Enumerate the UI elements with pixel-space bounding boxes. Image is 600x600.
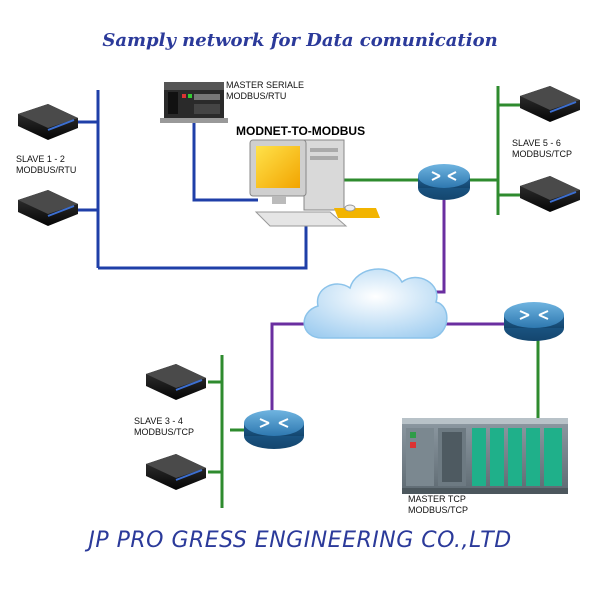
slave-device-icon (146, 454, 206, 490)
tcp-wiring (208, 86, 540, 508)
slave56-label-line2: MODBUS/TCP (512, 149, 573, 159)
computer-icon (249, 139, 380, 227)
master-serial-label-line2: MODBUS/RTU (226, 91, 287, 101)
master-tcp-label: MASTER TCP MODBUS/TCP (408, 494, 468, 516)
slave56-label: SLAVE 5 - 6 MODBUS/TCP (512, 138, 572, 160)
router-icon (418, 164, 470, 200)
plc-icon (160, 82, 228, 123)
slave-device-icon (146, 364, 206, 400)
slave34-label-line2: MODBUS/TCP (134, 427, 195, 437)
router-icon (244, 410, 304, 449)
slave12-label: SLAVE 1 - 2 MODBUS/RTU (16, 154, 76, 176)
slave34-label: SLAVE 3 - 4 MODBUS/TCP (134, 416, 194, 438)
master-serial-label: MASTER SERIALE MODBUS/RTU (226, 80, 304, 102)
router-icon (504, 302, 564, 341)
slave-device-icon (520, 86, 580, 122)
page-title: Samply network for Data comunication (102, 30, 498, 51)
slave12-label-line2: MODBUS/RTU (16, 165, 77, 175)
master-tcp-label-line1: MASTER TCP (408, 494, 466, 504)
modnet-label: MODNET-TO-MODBUS (236, 124, 366, 138)
slave-device-icon (18, 104, 78, 140)
slave56-label-line1: SLAVE 5 - 6 (512, 138, 561, 148)
slave12-label-line1: SLAVE 1 - 2 (16, 154, 65, 164)
company-footer: JP PRO GRESS ENGINEERING CO.,LTD (88, 528, 512, 553)
cloud-icon (303, 268, 448, 339)
master-tcp-label-line2: MODBUS/TCP (408, 505, 469, 515)
slave34-label-line1: SLAVE 3 - 4 (134, 416, 183, 426)
plc-rack-icon (402, 418, 568, 494)
slave-device-icon (520, 176, 580, 212)
master-serial-label-line1: MASTER SERIALE (226, 80, 305, 90)
slave-device-icon (18, 190, 78, 226)
